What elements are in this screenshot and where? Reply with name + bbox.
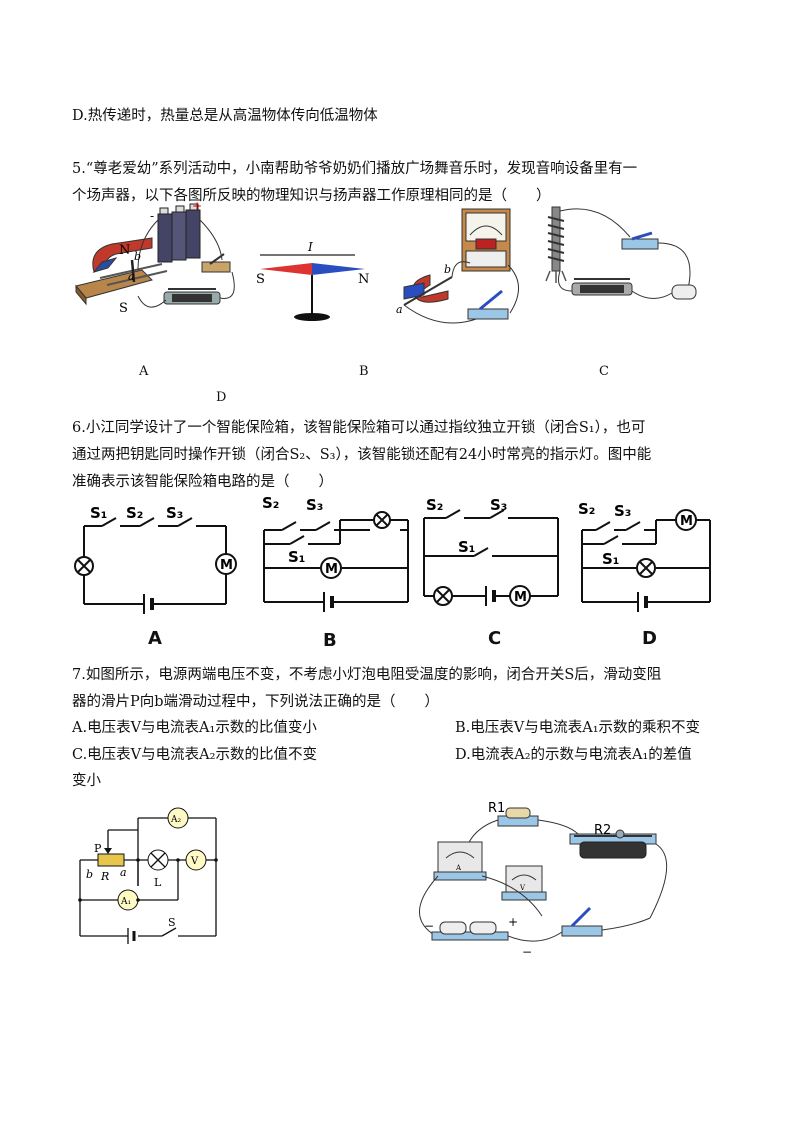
q6c-s1-label: S₁ xyxy=(458,538,475,556)
q6a-s3-label: S₃ xyxy=(166,504,183,522)
q6-circuit-a: M S₁ S₂ S₃ xyxy=(74,504,237,614)
q6-stem-line1: 6.小江同学设计了一个智能保险箱，该智能保险箱可以通过指纹独立开锁（闭合S₁），… xyxy=(72,420,646,436)
q5-stem-line1: 5.“尊老爱幼”系列活动中，小南帮助爷爷奶奶们播放广场舞音乐时，发现音响设备里有… xyxy=(72,161,638,177)
q6-circuit-b: M S₂ S₃ S₁ xyxy=(262,494,409,612)
q5a-plus-label: + xyxy=(192,199,202,213)
q7-option-a: A.电压表V与电流表A₁示数的比值变小 xyxy=(72,720,317,736)
q6d-s2-label: S₂ xyxy=(578,500,595,518)
q7a-r1-label: R1 xyxy=(488,801,505,816)
q5b-s-label: S xyxy=(256,272,265,287)
q5-figure-d xyxy=(545,206,697,300)
q5-label-a: A xyxy=(139,364,149,379)
q4-option-d: D.热传递时，热量总是从高温物体传向低温物体 xyxy=(72,108,378,124)
q7s-s-label: S xyxy=(168,916,176,929)
q6c-motor-label: M xyxy=(514,590,527,605)
q6b-s2-label: S₂ xyxy=(262,494,279,512)
q5-figure-b: S N I xyxy=(256,240,369,321)
q5a-b-label: b xyxy=(134,250,141,263)
q5a-n-label: N xyxy=(119,243,130,258)
q5-figure-a: N S a b - + xyxy=(75,199,235,316)
q6-stem-line3: 准确表示该智能保险箱电路的是（ ） xyxy=(72,474,333,490)
q7-option-d: D.电流表A₂的示数与电流表A₁的差值 xyxy=(455,747,692,763)
q5b-i-label: I xyxy=(307,240,313,254)
q7-option-c: C.电压表V与电流表A₂示数的比值不变 xyxy=(72,747,317,763)
q6-label-c: C xyxy=(488,628,502,649)
q7-option-b: B.电压表V与电流表A₁示数的乘积不变 xyxy=(455,720,701,736)
q5a-s-label: S xyxy=(119,301,128,316)
q7a-meter-a-label: A xyxy=(455,864,462,872)
q7s-l-label: L xyxy=(154,876,162,889)
q6b-motor-label: M xyxy=(325,562,338,577)
q7s-a1-label: A₁ xyxy=(120,897,131,907)
q7a-meter-v-label: V xyxy=(519,884,526,892)
q5a-minus-label: - xyxy=(150,209,154,223)
q6b-s1-label: S₁ xyxy=(288,548,305,566)
q5-label-b: B xyxy=(359,364,369,379)
q6b-s3-label: S₃ xyxy=(306,496,323,514)
q7-circuit-schematic: A₂ V A₁ P R b a L S xyxy=(78,807,218,944)
q6d-motor-label: M xyxy=(680,514,693,529)
q7a-r2-label: R2 xyxy=(594,823,611,838)
q6-label-d: D xyxy=(642,628,657,649)
q7-option-d-cont: 变小 xyxy=(72,773,101,789)
q7s-a-label: a xyxy=(120,866,127,879)
q6-stem-line2: 通过两把钥匙同时操作开锁（闭合S₂、S₃），该智能锁还配有24小时常亮的指示灯。… xyxy=(72,447,652,463)
q6-label-b: B xyxy=(323,630,337,651)
q6-circuit-d: M S₂ S₃ S₁ xyxy=(578,500,711,612)
q7-stem-line2: 器的滑片P向b端滑动过程中，下列说法正确的是（ ） xyxy=(72,694,440,710)
q7s-b-label: b xyxy=(86,868,93,881)
q6c-s3-label: S₃ xyxy=(490,496,507,514)
q7s-r-label: R xyxy=(100,870,109,883)
q7-stem-line1: 7.如图所示，电源两端电压不变，不考虑小灯泡电阻受温度的影响，闭合开关S后，滑动… xyxy=(72,667,662,683)
q7a-minus2-label: − xyxy=(522,945,532,959)
q5c-a-label: a xyxy=(396,303,403,316)
q6-circuit-c: M S₂ S₃ S₁ xyxy=(423,496,559,607)
q7-circuit-apparatus: A V R1 R2 − + − xyxy=(419,801,668,959)
q5-stem-line2: 个场声器，以下各图所反映的物理知识与扬声器工作原理相同的是（ ） xyxy=(72,188,551,204)
q6a-motor-label: M xyxy=(220,558,233,573)
q7s-p-label: P xyxy=(94,842,102,855)
q6-label-a: A xyxy=(148,628,162,649)
q6a-s1-label-1: S₁ xyxy=(90,504,107,522)
q7a-plus-label: + xyxy=(508,915,518,929)
q6d-s1-label: S₁ xyxy=(602,550,619,568)
q5c-b-label: b xyxy=(444,263,451,276)
q7a-minus-label: − xyxy=(424,919,434,933)
q5b-n-label: N xyxy=(358,272,369,287)
q6c-s2-label: S₂ xyxy=(426,496,443,514)
q5a-a-label: a xyxy=(128,270,135,283)
q7s-a2-label: A₂ xyxy=(170,815,181,825)
q6d-s3-label: S₃ xyxy=(614,502,631,520)
q7s-v-label: V xyxy=(190,856,199,867)
q6a-s2-label: S₂ xyxy=(126,504,143,522)
q5-figure-c: b a xyxy=(396,208,519,324)
q5-label-c: C xyxy=(599,364,609,379)
q5-label-d: D xyxy=(216,390,227,405)
